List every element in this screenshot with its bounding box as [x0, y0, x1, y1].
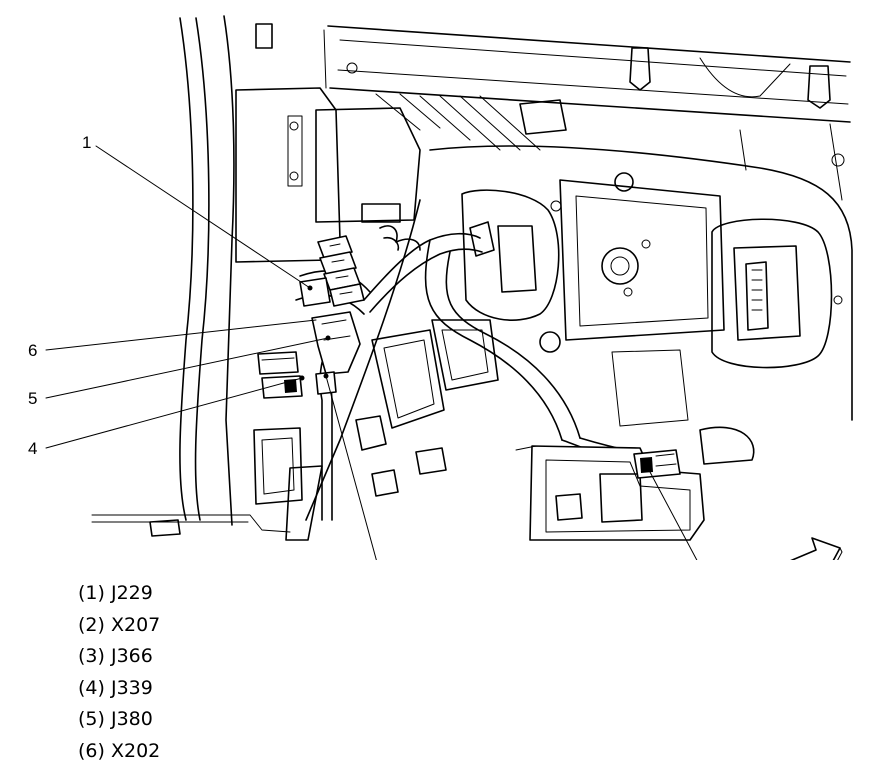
legend-code: J380	[110, 708, 153, 730]
legend-item: (2) X207	[78, 610, 160, 642]
callout-6: 6	[28, 341, 37, 360]
legend-number: (6)	[78, 739, 105, 762]
legend-number: (1)	[78, 582, 105, 604]
callout-4: 4	[28, 439, 37, 458]
legend-code: J339	[110, 676, 153, 699]
connector-location-diagram: 1 2 3 4 5 6	[28, 15, 853, 560]
legend-code: X207	[110, 613, 161, 636]
callout-1: 1	[82, 133, 91, 152]
legend-code: X202	[110, 739, 161, 762]
inner-panel	[235, 87, 853, 521]
door-frame	[91, 15, 291, 537]
callout-5: 5	[28, 389, 37, 408]
legend-number: (4)	[78, 676, 105, 699]
legend-item: (4) J339	[78, 673, 160, 705]
legend-item: (1) J229	[78, 578, 160, 610]
connector-cluster	[257, 235, 365, 399]
legend-code: J229	[110, 582, 153, 604]
legend-item: (3) J366	[78, 641, 160, 673]
component-legend: (1) J229 (2) X207 (3) J366 (4) J339 (5) …	[78, 578, 160, 767]
legend-code: J366	[110, 645, 153, 667]
legend-item: (6) X202	[78, 736, 160, 768]
legend-number: (5)	[78, 708, 105, 730]
leader-lines	[45, 145, 698, 560]
upper-rail	[255, 23, 851, 123]
connector-x207	[515, 445, 705, 541]
legend-number: (2)	[78, 613, 105, 636]
legend-item: (5) J380	[78, 704, 160, 736]
legend-number: (3)	[78, 645, 105, 667]
front-direction-arrow-icon	[790, 537, 843, 560]
